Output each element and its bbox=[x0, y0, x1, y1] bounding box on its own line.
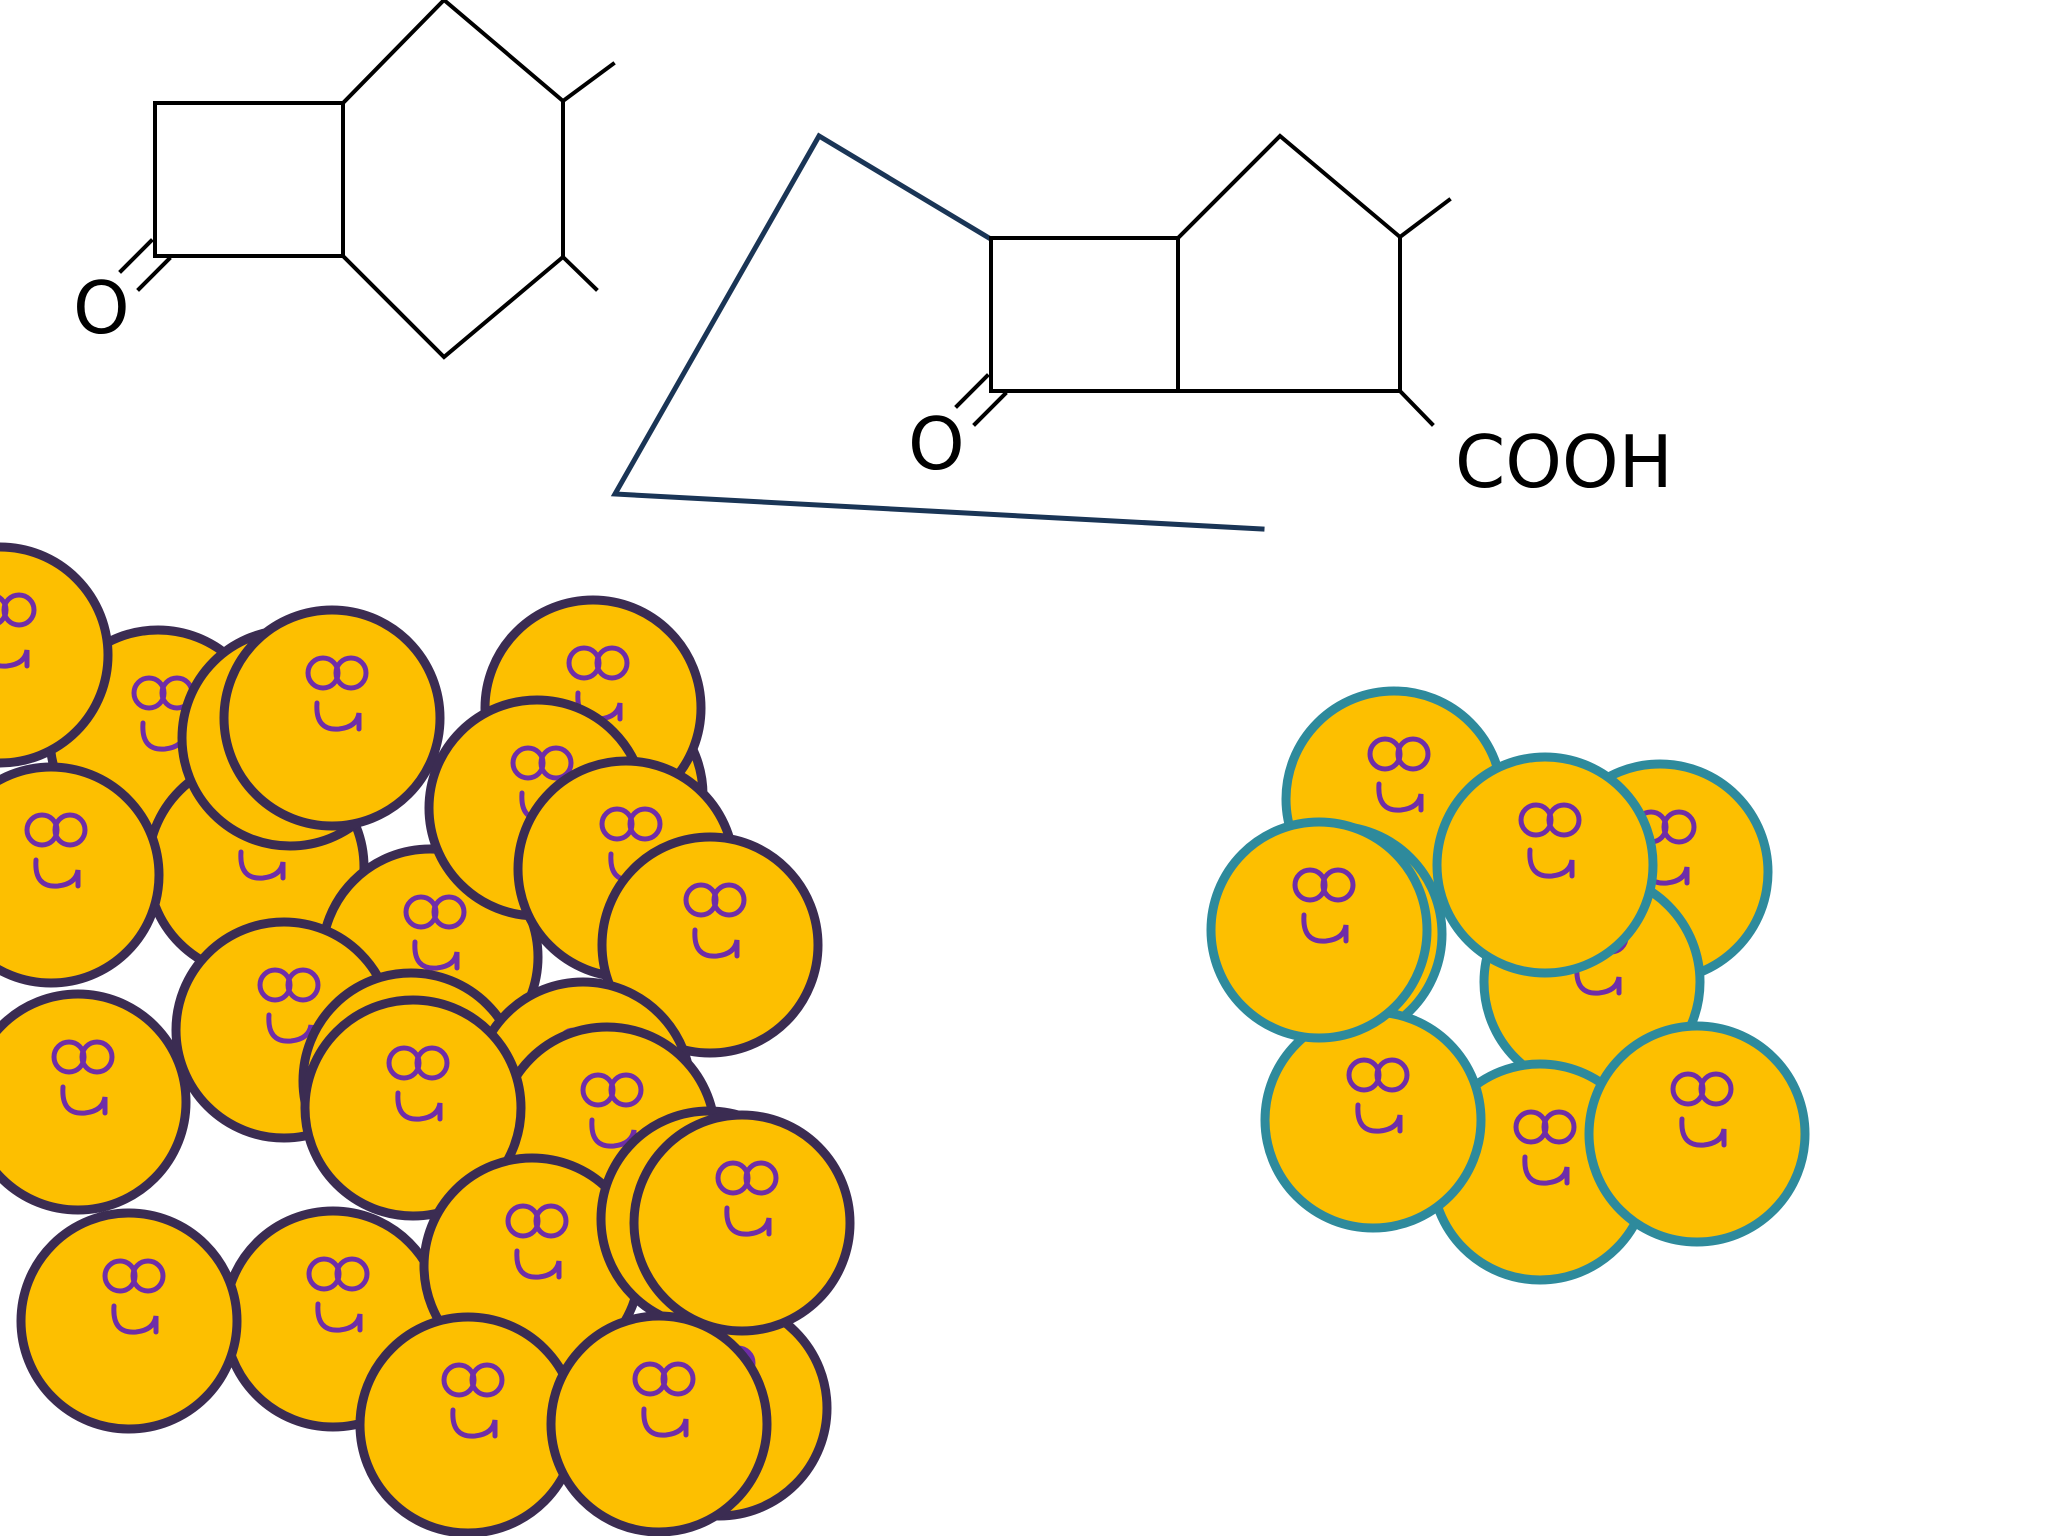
molecule-2-bracket-line bbox=[610, 132, 1265, 532]
right-cell bbox=[1260, 1007, 1486, 1233]
molecule-2-carbonyl-bond-b bbox=[972, 391, 1008, 427]
left-cell bbox=[629, 1110, 855, 1336]
molecule-2 bbox=[954, 133, 1452, 427]
molecule-2-five-ring bbox=[1175, 133, 1402, 393]
left-cell bbox=[0, 762, 164, 988]
right-cell bbox=[1206, 817, 1432, 1043]
left-cell bbox=[0, 542, 113, 768]
molecule-1-four-ring bbox=[153, 101, 345, 258]
smiley-face-icon bbox=[51, 1039, 115, 1116]
left-cell-body bbox=[597, 832, 823, 1058]
left-cell-body bbox=[16, 1208, 242, 1434]
molecule-1-carbonyl-bond-b bbox=[136, 256, 172, 292]
smiley-face-icon bbox=[305, 655, 369, 732]
left-cell bbox=[219, 605, 445, 831]
right-cell-body bbox=[1260, 1007, 1486, 1233]
smiley-face-icon bbox=[306, 1256, 370, 1333]
smiley-face-icon bbox=[683, 882, 747, 959]
molecule-2-oxygen-label: O bbox=[908, 402, 965, 486]
smiley-face-icon bbox=[24, 812, 88, 889]
smiley-face-icon bbox=[1367, 736, 1431, 813]
smiley-face-icon bbox=[1346, 1057, 1410, 1134]
left-cell-body bbox=[0, 989, 191, 1215]
left-cell bbox=[0, 989, 191, 1215]
smiley-face-icon bbox=[505, 1203, 569, 1280]
smiley-face-icon bbox=[1670, 1071, 1734, 1148]
left-cell bbox=[597, 832, 823, 1058]
molecule-1-carbonyl-bond-a bbox=[118, 238, 154, 274]
smiley-face-icon bbox=[715, 1160, 779, 1237]
left-cell bbox=[355, 1312, 581, 1536]
left-cell-body bbox=[629, 1110, 855, 1336]
right-cell-body bbox=[1206, 817, 1432, 1043]
molecule-2-acid-bond bbox=[1397, 388, 1435, 427]
right-cell bbox=[1584, 1021, 1810, 1247]
molecule-2-carbonyl-bond-a bbox=[954, 373, 990, 409]
smiley-face-icon bbox=[386, 1045, 450, 1122]
right-cell-body bbox=[1432, 752, 1658, 978]
molecule-1-methyl-bond bbox=[560, 61, 616, 104]
left-cell-cluster bbox=[0, 542, 855, 1536]
left-cell-body bbox=[546, 1311, 772, 1536]
right-cell bbox=[1432, 752, 1658, 978]
molecule-2-acid-label: COOH bbox=[1455, 420, 1673, 504]
molecule-2-four-ring bbox=[989, 236, 1180, 393]
smiley-face-icon bbox=[1518, 802, 1582, 879]
right-cell-cluster bbox=[1206, 686, 1810, 1285]
left-cell bbox=[16, 1208, 242, 1434]
molecule-2-methyl-bond bbox=[1397, 197, 1452, 240]
right-cell-body bbox=[1584, 1021, 1810, 1247]
left-cell bbox=[300, 995, 526, 1221]
left-cell-body bbox=[0, 542, 113, 768]
left-cell-body bbox=[219, 605, 445, 831]
smiley-face-icon bbox=[632, 1361, 696, 1438]
molecule-1 bbox=[118, 0, 616, 360]
left-cell bbox=[546, 1311, 772, 1536]
smiley-face-icon bbox=[580, 1072, 644, 1149]
smiley-face-icon bbox=[257, 967, 321, 1044]
smiley-face-icon bbox=[1513, 1109, 1577, 1186]
smiley-face-icon bbox=[102, 1258, 166, 1335]
smiley-face-icon bbox=[403, 894, 467, 971]
molecule-1-lower-bond bbox=[560, 254, 599, 292]
left-cell-body bbox=[300, 995, 526, 1221]
smiley-face-icon bbox=[0, 592, 37, 669]
left-cell-body bbox=[355, 1312, 581, 1536]
molecule-1-oxygen-label: O bbox=[73, 266, 130, 350]
molecule-1-six-ring bbox=[340, 0, 565, 360]
smiley-face-icon bbox=[441, 1362, 505, 1439]
smiley-face-icon bbox=[1292, 867, 1356, 944]
